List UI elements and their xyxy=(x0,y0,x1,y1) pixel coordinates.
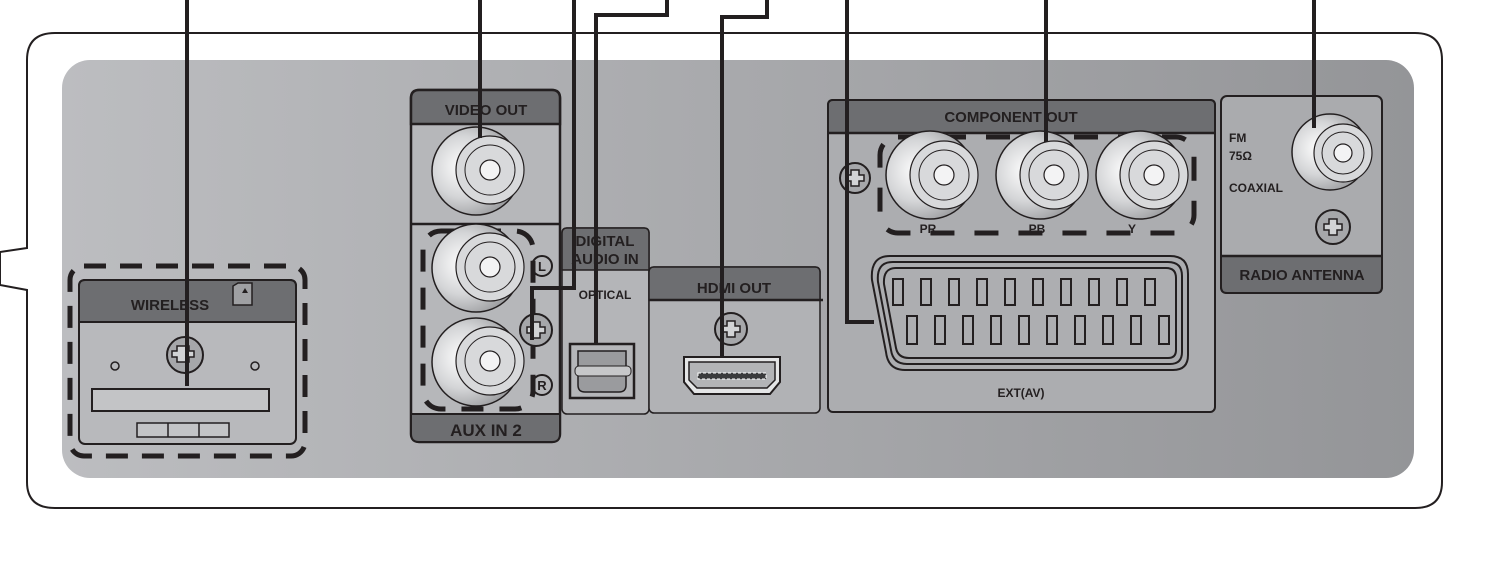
component-screw-icon xyxy=(839,162,871,194)
component-pr-jack[interactable] xyxy=(885,130,979,220)
scart-pin xyxy=(1116,278,1128,306)
scart-pin xyxy=(962,315,974,345)
wireless-dashed-border xyxy=(67,263,308,459)
scart-pin xyxy=(906,315,918,345)
hdmi-block: HDMI OUT xyxy=(648,266,823,414)
video-out-jack[interactable] xyxy=(431,126,525,216)
component-pb-jack[interactable] xyxy=(995,130,1089,220)
scart-pin xyxy=(990,315,1002,345)
optical-port[interactable] xyxy=(568,342,636,400)
leader-optical xyxy=(594,0,669,344)
scart-pin xyxy=(1018,315,1030,345)
aux-screw-icon xyxy=(519,313,553,347)
scart-pin xyxy=(1088,278,1100,306)
scart-pin xyxy=(892,278,904,306)
hdmi-out-label: HDMI OUT xyxy=(697,280,771,297)
scart-pin xyxy=(1046,315,1058,345)
digital-label-line1: DIGITAL xyxy=(576,233,635,250)
component-scart-block: COMPONENT OUT PR PB Y xyxy=(827,99,1216,413)
scart-pin xyxy=(920,278,932,306)
digital-label-line2: AUDIO IN xyxy=(571,251,639,268)
digital-audio-block: DIGITAL AUDIO IN OPTICAL xyxy=(561,227,650,415)
aux-left-jack[interactable] xyxy=(431,223,525,313)
scart-pin xyxy=(1102,315,1114,345)
component-y-jack[interactable] xyxy=(1095,130,1189,220)
leader-aux xyxy=(530,0,576,340)
aux-in-label: AUX IN 2 xyxy=(450,421,522,440)
component-y-label: Y xyxy=(1128,222,1136,236)
leader-lines xyxy=(185,0,1316,386)
radio-antenna-block: RADIO ANTENNA FM 75Ω COAXIAL xyxy=(1220,95,1383,294)
scart-pin xyxy=(1060,278,1072,306)
leader-scart xyxy=(845,0,874,324)
fm-antenna-jack[interactable] xyxy=(1291,113,1373,191)
aux-right-jack[interactable] xyxy=(431,317,525,407)
antenna-screw-icon xyxy=(1315,209,1351,245)
scart-pin xyxy=(1144,278,1156,306)
fm-label: FM xyxy=(1229,131,1246,145)
coaxial-label: COAXIAL xyxy=(1229,181,1283,195)
scart-pin xyxy=(948,278,960,306)
aux-left-marker: L xyxy=(538,259,546,274)
wireless-card-icon xyxy=(232,282,253,306)
scart-pin xyxy=(1032,278,1044,306)
component-out-label: COMPONENT OUT xyxy=(944,109,1077,126)
scart-pin xyxy=(1158,315,1170,345)
wireless-slot[interactable] xyxy=(91,388,270,412)
leader-hdmi xyxy=(720,0,769,357)
hdmi-screw-icon xyxy=(714,312,748,346)
component-pb-label: PB xyxy=(1029,222,1046,236)
scart-pin xyxy=(934,315,946,345)
scart-label: EXT(AV) xyxy=(997,386,1044,400)
optical-label: OPTICAL xyxy=(579,288,632,302)
radio-antenna-label: RADIO ANTENNA xyxy=(1239,267,1364,284)
component-pr-label: PR xyxy=(920,222,937,236)
impedance-label: 75Ω xyxy=(1229,149,1252,163)
video-out-label: VIDEO OUT xyxy=(445,102,528,119)
scart-pin xyxy=(1074,315,1086,345)
aux-right-marker: R xyxy=(537,378,547,393)
scart-port[interactable] xyxy=(870,255,1189,371)
scart-pin xyxy=(1004,278,1016,306)
hdmi-port[interactable] xyxy=(683,356,781,395)
wireless-label: WIRELESS xyxy=(131,297,209,314)
scart-pin xyxy=(976,278,988,306)
scart-pin xyxy=(1130,315,1142,345)
